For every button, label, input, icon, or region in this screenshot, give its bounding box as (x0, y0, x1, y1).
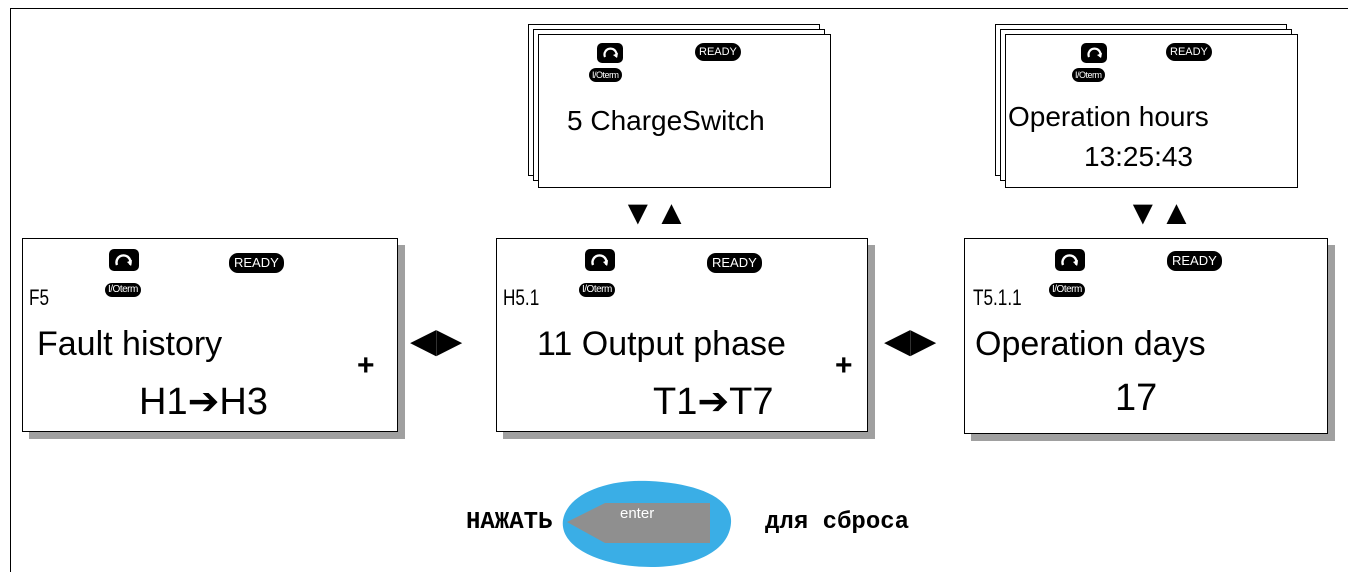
stack-title: 5 ChargeSwitch (567, 105, 765, 136)
rotation-icon (597, 43, 623, 63)
io-term-badge: I/Oterm (1049, 283, 1085, 297)
enter-button-icon[interactable] (545, 475, 735, 570)
panel-title: 11 Output phase (537, 325, 786, 363)
rotation-icon (1055, 249, 1085, 271)
ready-badge: READY (1167, 251, 1222, 271)
ready-badge: READY (695, 43, 741, 61)
browse-plus-icon: + (835, 349, 853, 382)
left-right-arrows: ◀▶ (884, 322, 937, 360)
down-up-arrows: ▼▲ (1126, 194, 1194, 232)
press-label: НАЖАТЬ (466, 509, 553, 536)
stack-title: Operation hours (1008, 101, 1209, 132)
io-term-badge: I/Oterm (589, 68, 622, 82)
stack-value: 13:25:43 (1084, 141, 1193, 172)
browse-plus-icon: + (357, 349, 375, 382)
ready-badge: READY (707, 253, 762, 273)
enter-key-label[interactable]: enter (620, 505, 655, 522)
operation-hours-card: I/Oterm READY Operation hours 13:25:43 (1005, 34, 1298, 188)
rotation-icon (109, 249, 139, 271)
panel-value: 17 (1115, 377, 1158, 419)
ready-badge: READY (1166, 43, 1212, 61)
rotation-icon (1081, 43, 1107, 63)
rotation-icon (585, 249, 615, 271)
panel-value: T1➔T7 (653, 381, 774, 423)
charge-switch-card: I/Oterm READY 5 ChargeSwitch (538, 34, 831, 188)
down-up-arrows: ▼▲ (621, 194, 689, 232)
io-term-badge: I/Oterm (1072, 68, 1105, 82)
io-term-badge: I/Oterm (579, 283, 615, 297)
fault-history-panel: I/Oterm READY F5 Fault history H1➔H3 + (22, 238, 398, 432)
menu-code: F5 (29, 285, 50, 310)
menu-code: T5.1.1 (973, 285, 1022, 310)
left-right-arrows: ◀▶ (410, 322, 463, 360)
panel-title: Fault history (37, 325, 223, 363)
panel-title: Operation days (975, 325, 1206, 363)
menu-code: H5.1 (503, 285, 540, 310)
reset-label: для сброса (765, 509, 910, 536)
panel-value: H1➔H3 (139, 381, 268, 423)
io-term-badge: I/Oterm (105, 283, 141, 297)
ready-badge: READY (229, 253, 284, 273)
operation-days-panel: I/Oterm READY T5.1.1 Operation days 17 (964, 238, 1328, 434)
output-phase-panel: I/Oterm READY H5.1 11 Output phase T1➔T7… (496, 238, 868, 432)
diagram-frame (10, 8, 1348, 572)
